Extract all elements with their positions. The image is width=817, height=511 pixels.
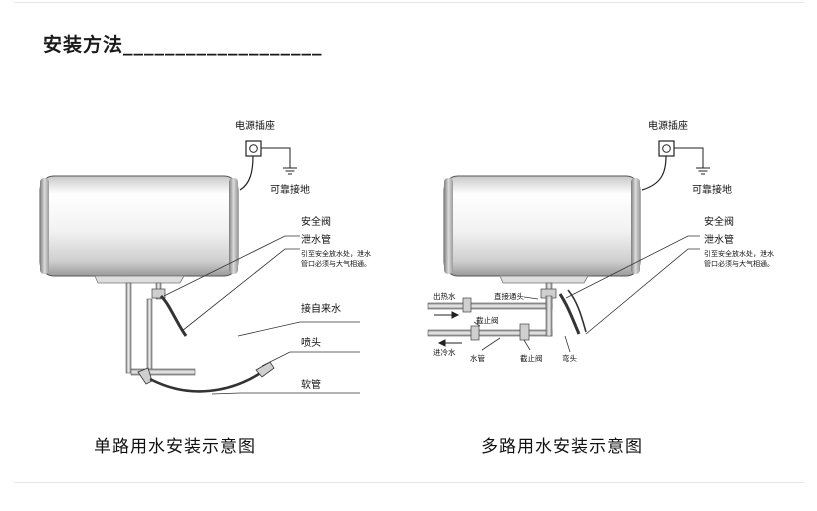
label-hot-water-out: 出热水	[433, 291, 456, 301]
label-stop-valve-bottom: 截止阀	[520, 353, 543, 363]
label-drain-pipe: 泄水管	[301, 233, 331, 246]
label-water-inlet: 接自来水	[301, 302, 341, 315]
label-ground: 可靠接地	[270, 183, 310, 196]
label-drain-note-2: 管口必须与大气相通。	[704, 259, 774, 268]
callout-lines	[473, 235, 700, 353]
label-cold-water-in: 进冷水	[433, 347, 456, 357]
label-drain-note-1: 引至安全放水处，泄水	[301, 249, 371, 258]
label-power-socket: 电源插座	[648, 119, 688, 132]
callout-lines	[163, 235, 360, 395]
label-stop-valve-top: 截止阀	[476, 315, 499, 325]
single-outlet-caption: 单路用水安装示意图	[94, 437, 256, 457]
ground-symbol-icon	[283, 167, 297, 175]
top-divider	[14, 2, 804, 3]
label-straight-coupling: 直接通头	[494, 291, 524, 301]
water-heater-tank	[39, 175, 239, 284]
single-outlet-diagram: 电源插座 可靠接地 安全阀 泄水管 引至安全放水处，泄水 管口必须与大气相通。 …	[39, 119, 371, 395]
pipework	[125, 282, 275, 393]
label-ground: 可靠接地	[692, 183, 732, 196]
label-shower-head: 喷头	[301, 337, 321, 349]
section-title: 安装方法	[43, 34, 124, 56]
label-drain-note-2: 管口必须与大气相通。	[301, 259, 371, 268]
bottom-divider	[14, 482, 804, 483]
label-hose: 软管	[301, 378, 321, 391]
power-socket-icon	[245, 140, 262, 157]
ground-symbol-icon	[696, 167, 710, 175]
power-socket-icon	[658, 140, 675, 157]
multi-outlet-caption: 多路用水安装示意图	[481, 437, 643, 457]
label-drain-pipe: 泄水管	[704, 233, 734, 246]
flow-arrows	[434, 311, 462, 347]
section-heading: 安装方法___________________	[43, 30, 323, 57]
multi-outlet-diagram: 电源插座 可靠接地 安全阀 泄水管 引至安全放水处，泄水 管口必须与大气相通。 …	[427, 119, 774, 363]
power-cord	[641, 155, 667, 191]
label-power-socket: 电源插座	[235, 119, 275, 132]
power-cord	[239, 155, 254, 191]
label-safety-valve: 安全阀	[301, 215, 331, 228]
water-heater-tank	[443, 175, 641, 284]
section-underline: ___________________	[123, 34, 323, 56]
label-water-pipe: 水管	[470, 353, 485, 363]
label-drain-note-1: 引至安全放水处，泄水	[704, 249, 774, 258]
label-safety-valve: 安全阀	[704, 215, 734, 228]
pipework	[427, 282, 587, 341]
label-elbow: 弯头	[562, 353, 577, 363]
